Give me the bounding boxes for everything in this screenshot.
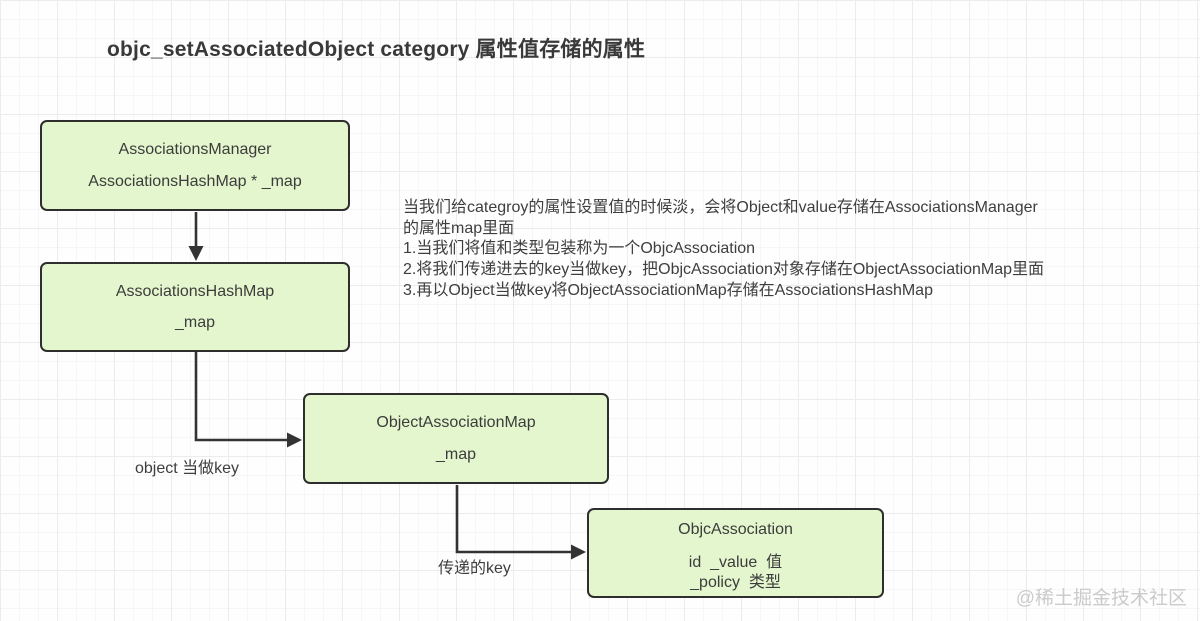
node-title: AssociationsHashMap <box>115 283 275 300</box>
annotation-line: 3.再以Object当做key将ObjectAssociationMap存储在A… <box>403 281 933 299</box>
annotation-line: 2.将我们传递进去的key当做key，把ObjcAssociation对象存储在… <box>403 261 1045 279</box>
node-field: _map <box>435 445 477 463</box>
edge-label-object-as-key: object 当做key <box>135 460 240 477</box>
annotation-text: 当我们给categroy的属性设置值的时候淡，会将Object和value存储在… <box>403 198 1163 302</box>
diagram-title: objc_setAssociatedObject category 属性值存储的… <box>107 38 646 61</box>
node-field: _map <box>174 314 216 331</box>
node-field: AssociationsHashMap * _map <box>88 172 302 190</box>
edge-label-passed-key: 传递的key <box>438 560 511 577</box>
node-associations-hashmap: AssociationsHashMap _map <box>40 262 350 352</box>
annotation-line: 1.当我们将值和类型包装称为一个ObjcAssociation <box>403 240 756 258</box>
node-objc-association: ObjcAssociation id _value 值 _policy 类型 <box>587 508 884 598</box>
node-field-policy: _policy 类型 <box>690 574 781 591</box>
node-associations-manager: AssociationsManager AssociationsHashMap … <box>40 120 350 211</box>
arrow-objmap-to-assoc <box>455 485 586 560</box>
node-title: AssociationsManager <box>118 141 272 159</box>
node-object-association-map: ObjectAssociationMap _map <box>303 393 609 484</box>
node-title: ObjectAssociationMap <box>376 414 536 432</box>
annotation-line: 的属性map里面 <box>403 219 515 237</box>
arrow-hashmap-to-objmap <box>194 351 302 448</box>
node-fields: id _value 值 _policy 类型 <box>689 553 782 592</box>
node-field-value: id _value 值 <box>688 554 783 571</box>
node-title: ObjcAssociation <box>678 521 793 538</box>
annotation-line: 当我们给categroy的属性设置值的时候淡，会将Object和value存储在… <box>403 199 1038 216</box>
arrow-manager-to-hashmap <box>188 212 204 261</box>
watermark: @稀土掘金技术社区 <box>1015 588 1187 609</box>
